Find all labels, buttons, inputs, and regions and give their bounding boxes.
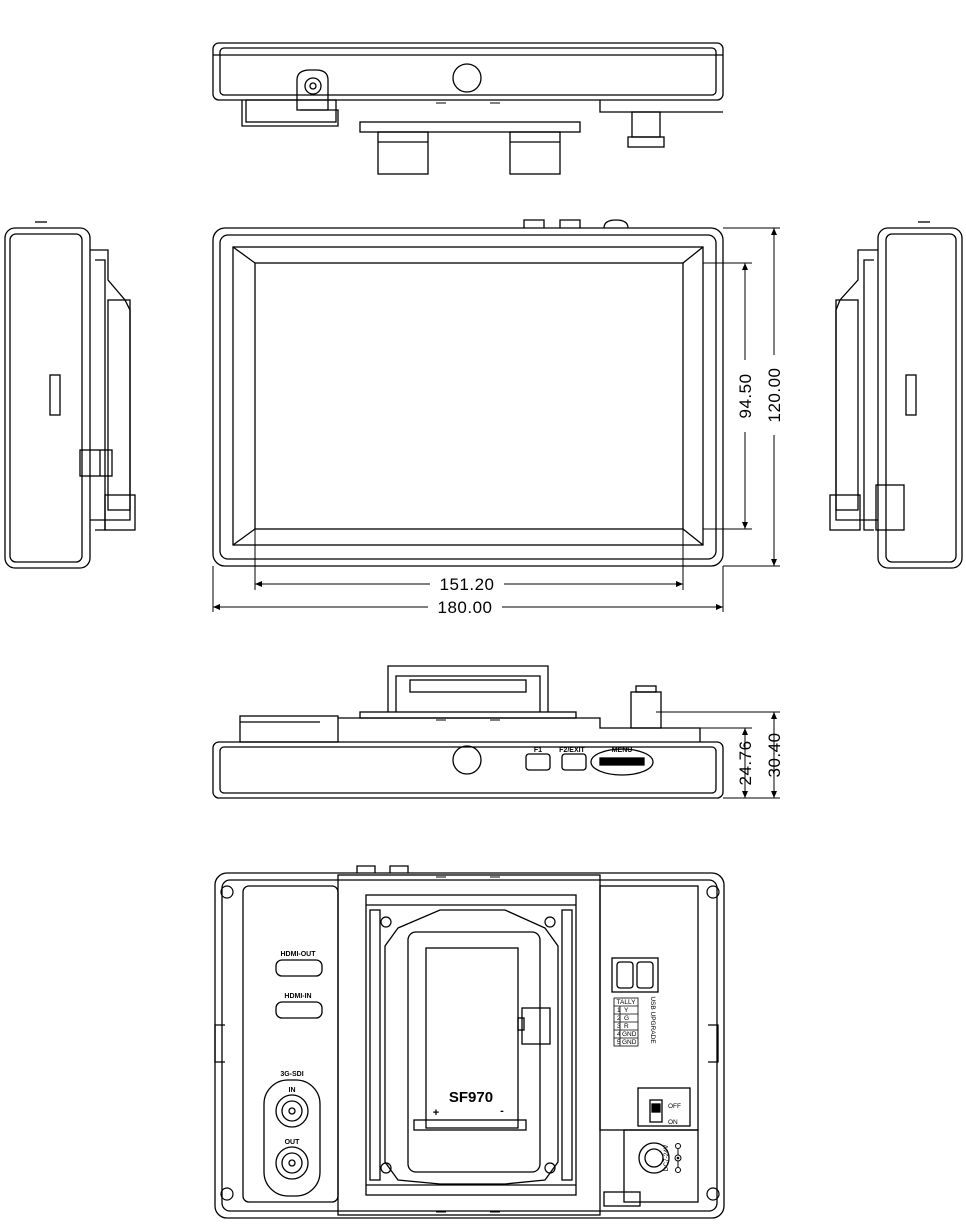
rear-screws	[220, 885, 720, 1201]
sdi-out-port	[275, 1146, 309, 1180]
tally-pin: 3	[617, 1023, 621, 1030]
usb-upgrade-label: USB UPGRADE	[649, 996, 656, 1044]
screw	[544, 1162, 556, 1174]
tally-pin: 2	[617, 1015, 621, 1022]
battery-minus-label: -	[500, 1105, 504, 1117]
screw	[706, 1187, 720, 1201]
battery-model-label: SF970	[449, 1089, 493, 1106]
bottom-dimensions	[656, 711, 780, 799]
screw	[380, 1162, 392, 1174]
sdi-title-label: 3G-SDI	[280, 1071, 303, 1078]
dim-body-depth: 24.76	[736, 740, 755, 785]
top-view	[212, 42, 724, 175]
tally-header: TALLY	[617, 999, 637, 1006]
f1-button-label: F1	[534, 747, 542, 754]
screw	[220, 885, 234, 899]
left-side-view	[4, 221, 136, 569]
dc-input-label: DC7-24V	[663, 1144, 670, 1171]
menu-knob-label: MENU	[612, 747, 633, 754]
tally-signal: G	[624, 1015, 629, 1022]
battery-plus-label: +	[433, 1107, 439, 1119]
dim-overall-width: 180.00	[438, 598, 493, 617]
tally-pin: 1	[617, 1007, 621, 1014]
dc-polarity-icon	[674, 1143, 682, 1173]
sdi-out-label: OUT	[285, 1139, 301, 1146]
tally-signal: GND	[622, 1039, 637, 1046]
f2-exit-button-label: F2/EXIT	[559, 747, 585, 754]
sdi-port-frame	[263, 1079, 321, 1197]
sdi-in-label: IN	[289, 1087, 296, 1094]
dim-screen-width: 151.20	[440, 575, 495, 594]
switch-on-label: ON	[668, 1119, 678, 1126]
tally-table: TALLY 1 Y 2 G 3 R 4 GND 5 GND	[617, 999, 637, 1046]
bottom-view	[212, 665, 724, 799]
front-dimensions	[212, 227, 780, 612]
sdi-in-port	[275, 1094, 309, 1128]
front-view	[212, 219, 724, 567]
hdmi-out-port	[275, 959, 323, 977]
dim-screen-height: 94.50	[736, 373, 755, 418]
screw	[706, 885, 720, 899]
right-side-view	[829, 221, 963, 569]
tally-signal: R	[624, 1023, 629, 1030]
tally-pin: 5	[617, 1039, 621, 1046]
dim-overall-height: 120.00	[765, 368, 784, 423]
hdmi-in-port	[275, 1001, 323, 1019]
tally-signal: Y	[624, 1007, 629, 1014]
screw	[220, 1187, 234, 1201]
screw	[380, 916, 392, 928]
rear-view	[214, 865, 725, 1219]
dim-overall-depth: 30.40	[765, 732, 784, 777]
switch-off-label: OFF	[668, 1103, 681, 1110]
hdmi-out-label: HDMI-OUT	[281, 951, 317, 958]
hdmi-in-label: HDMI-IN	[284, 993, 311, 1000]
screw	[544, 916, 556, 928]
tally-signal: GND	[622, 1031, 637, 1038]
tally-pin: 4	[617, 1031, 621, 1038]
